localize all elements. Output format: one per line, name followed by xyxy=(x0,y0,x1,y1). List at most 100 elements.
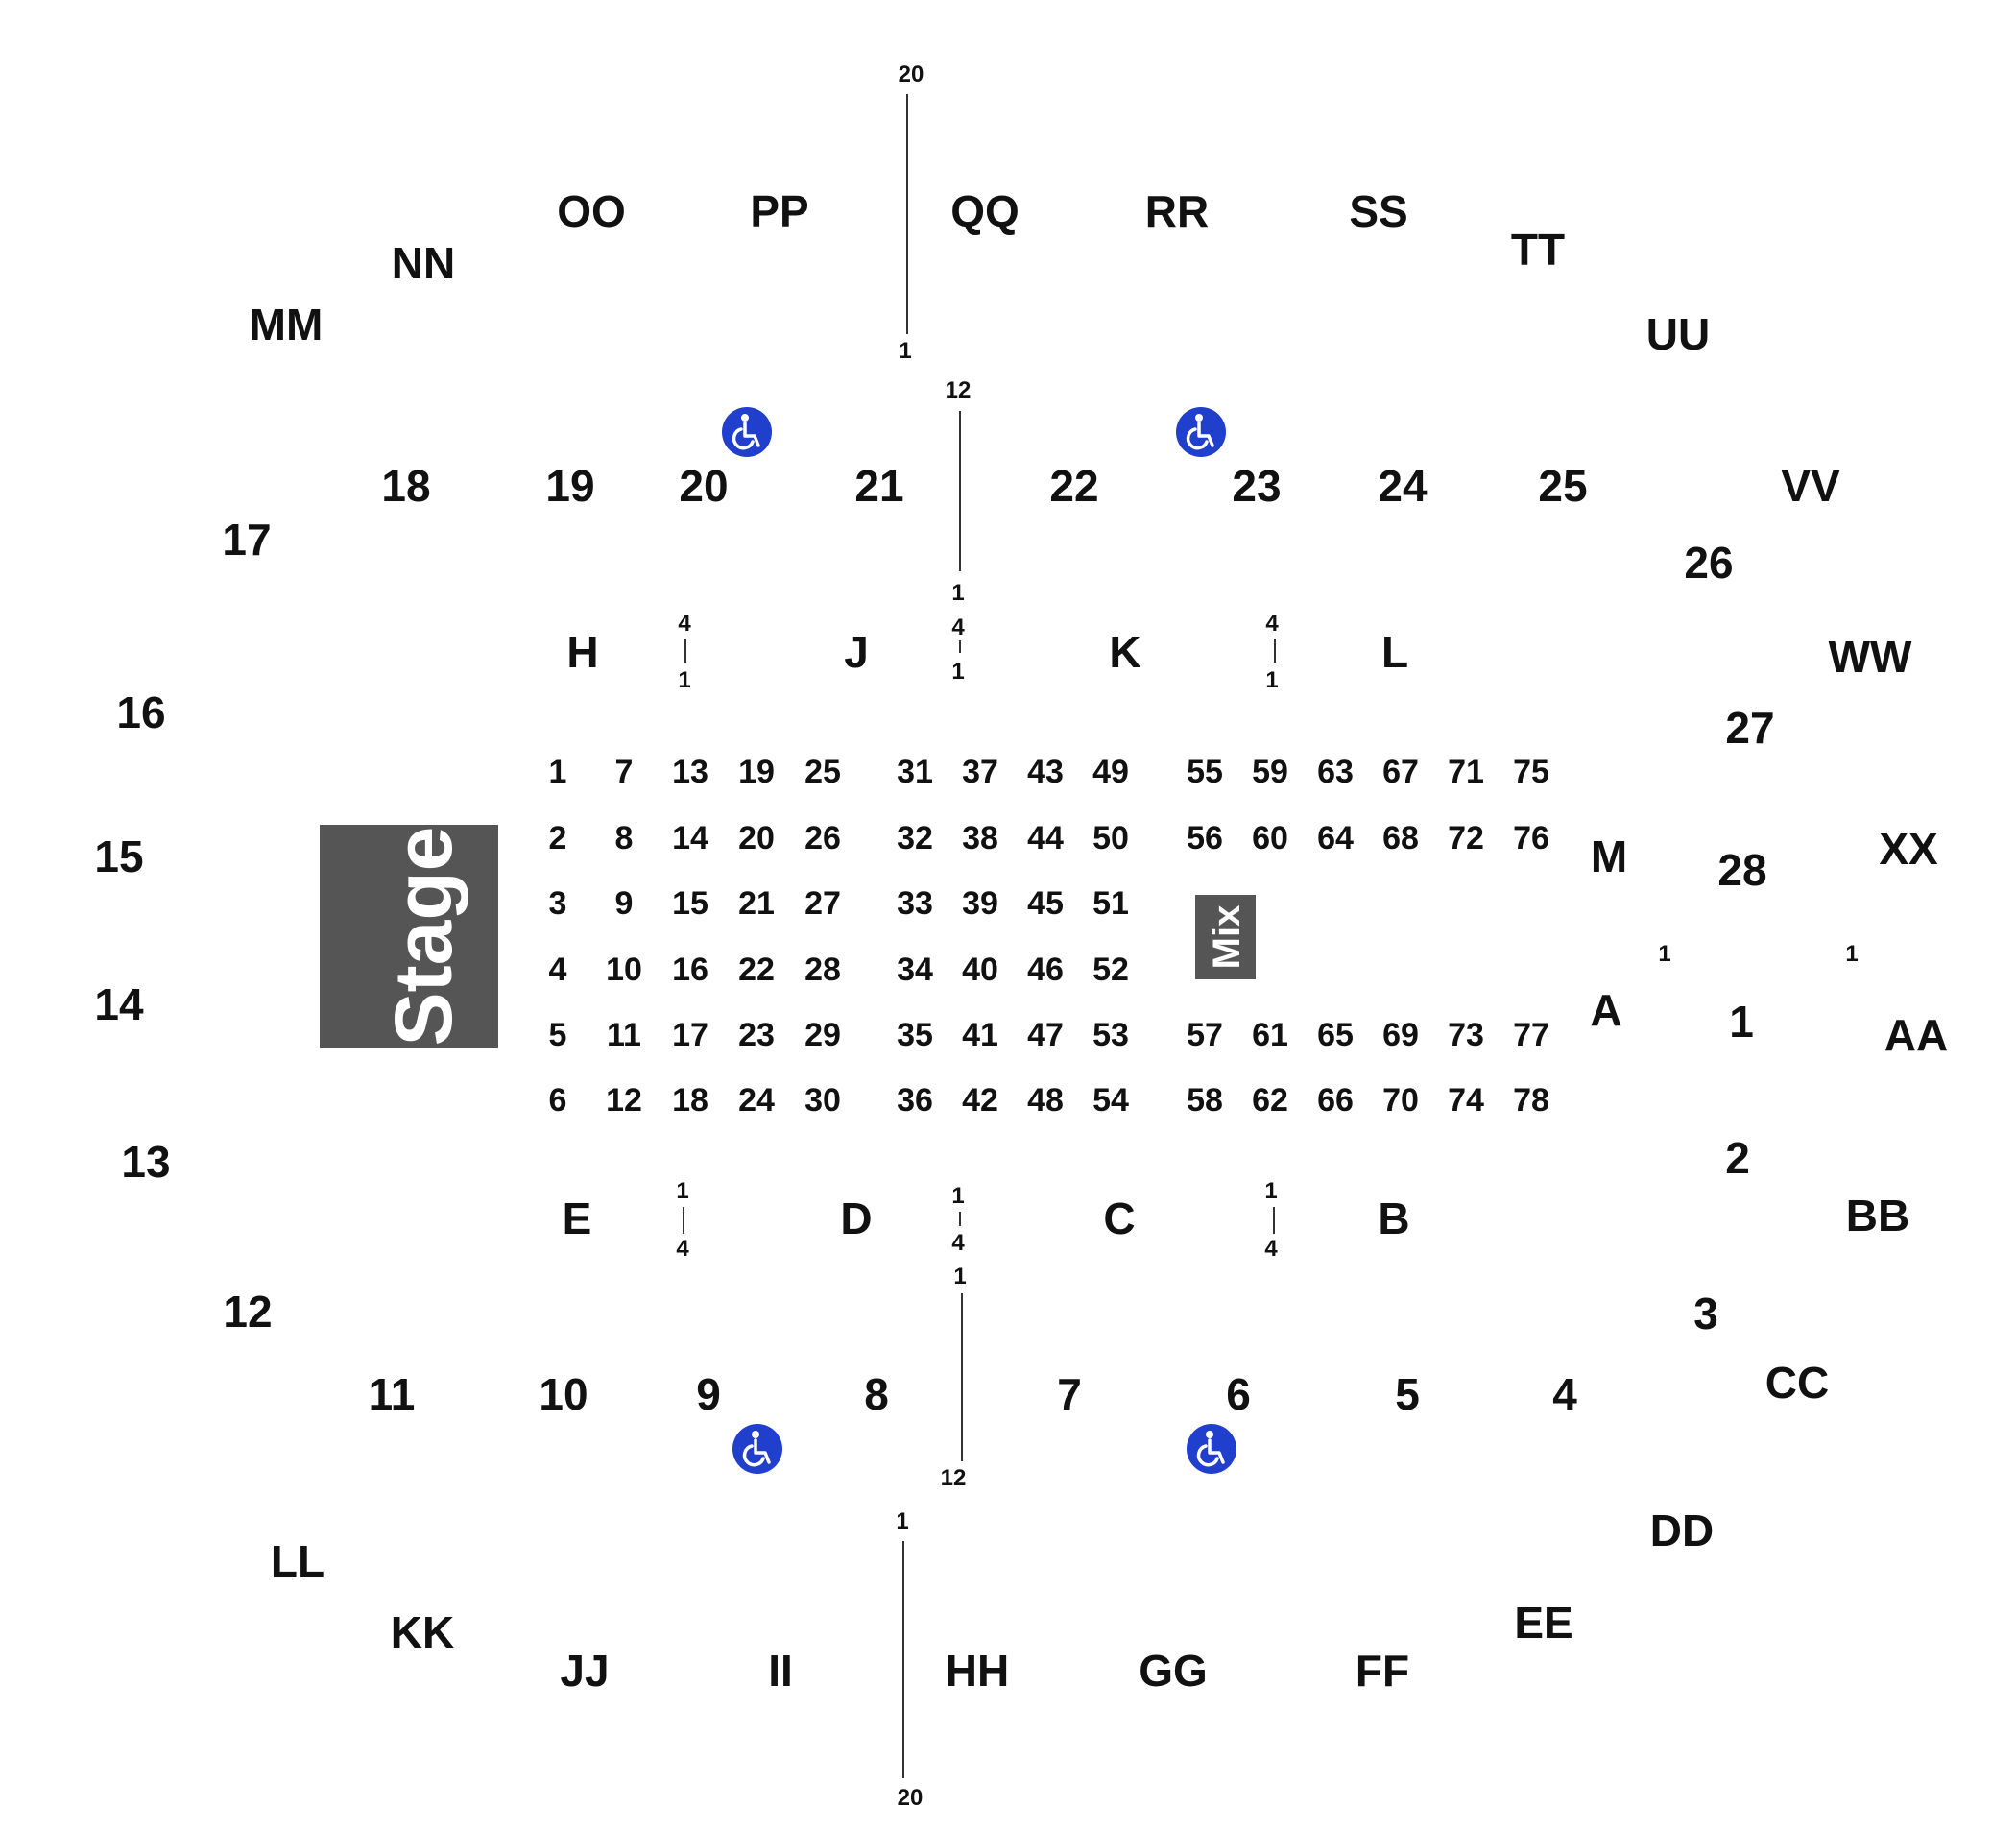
section-label[interactable]: NN xyxy=(392,238,455,288)
floor-table-label[interactable]: 29 xyxy=(804,1017,841,1053)
section-label[interactable]: 12 xyxy=(223,1287,272,1337)
floor-table-label[interactable]: 65 xyxy=(1317,1017,1354,1053)
floor-table-label[interactable]: 43 xyxy=(1027,754,1064,790)
floor-table-label[interactable]: 35 xyxy=(897,1017,933,1053)
floor-table-label[interactable]: 8 xyxy=(615,820,634,856)
section-label[interactable]: LL xyxy=(271,1536,324,1586)
section-label[interactable]: 21 xyxy=(854,461,903,511)
floor-table-label[interactable]: 9 xyxy=(615,885,634,922)
floor-table-label[interactable]: 67 xyxy=(1382,754,1419,790)
section-label[interactable]: 26 xyxy=(1684,538,1733,588)
floor-table-label[interactable]: 18 xyxy=(672,1082,708,1119)
floor-table-label[interactable]: 49 xyxy=(1092,754,1129,790)
floor-table-label[interactable]: 50 xyxy=(1092,820,1129,856)
section-label[interactable]: VV xyxy=(1781,461,1840,511)
floor-table-label[interactable]: 72 xyxy=(1448,820,1484,856)
floor-table-label[interactable]: 23 xyxy=(738,1017,775,1053)
section-label[interactable]: 17 xyxy=(222,515,271,565)
section-label[interactable]: TT xyxy=(1511,225,1565,275)
floor-table-label[interactable]: 59 xyxy=(1252,754,1288,790)
section-label[interactable]: CC xyxy=(1765,1358,1829,1408)
section-label[interactable]: UU xyxy=(1646,309,1710,359)
section-label[interactable]: 2 xyxy=(1725,1133,1750,1183)
floor-table-label[interactable]: 71 xyxy=(1448,754,1484,790)
floor-table-label[interactable]: 75 xyxy=(1513,754,1549,790)
floor-table-label[interactable]: 74 xyxy=(1448,1082,1484,1119)
section-label[interactable]: 3 xyxy=(1693,1289,1718,1338)
section-label[interactable]: OO xyxy=(557,186,626,236)
floor-table-label[interactable]: 63 xyxy=(1317,754,1354,790)
section-label[interactable]: RR xyxy=(1145,186,1209,236)
floor-table-label[interactable]: 10 xyxy=(606,952,642,988)
floor-table-label[interactable]: 27 xyxy=(804,885,841,922)
floor-table-label[interactable]: 5 xyxy=(549,1017,567,1053)
floor-table-label[interactable]: 12 xyxy=(606,1082,642,1119)
section-label[interactable]: B xyxy=(1378,1193,1409,1243)
section-label[interactable]: 16 xyxy=(116,687,165,737)
section-label[interactable]: 28 xyxy=(1717,845,1766,895)
section-label[interactable]: 22 xyxy=(1049,461,1098,511)
section-label[interactable]: 8 xyxy=(864,1369,889,1419)
floor-table-label[interactable]: 76 xyxy=(1513,820,1549,856)
floor-table-label[interactable]: 53 xyxy=(1092,1017,1129,1053)
floor-table-label[interactable]: 47 xyxy=(1027,1017,1064,1053)
section-label[interactable]: L xyxy=(1381,627,1408,677)
floor-table-label[interactable]: 11 xyxy=(607,1017,641,1053)
floor-table-label[interactable]: 68 xyxy=(1382,820,1419,856)
floor-table-label[interactable]: 14 xyxy=(672,820,708,856)
floor-table-label[interactable]: 24 xyxy=(738,1082,775,1119)
section-label[interactable]: 24 xyxy=(1378,461,1428,511)
section-label[interactable]: 1 xyxy=(1729,997,1754,1047)
section-label[interactable]: 20 xyxy=(679,461,728,511)
section-label[interactable]: 14 xyxy=(94,979,144,1029)
floor-table-label[interactable]: 77 xyxy=(1513,1017,1549,1053)
floor-table-label[interactable]: 4 xyxy=(549,952,567,988)
floor-table-label[interactable]: 69 xyxy=(1382,1017,1419,1053)
section-label[interactable]: E xyxy=(563,1193,592,1243)
floor-table-label[interactable]: 44 xyxy=(1027,820,1064,856)
section-label[interactable]: H xyxy=(566,627,598,677)
section-label[interactable]: SS xyxy=(1349,186,1407,236)
section-label[interactable]: HH xyxy=(946,1646,1009,1696)
section-label[interactable]: 13 xyxy=(121,1137,170,1187)
section-label[interactable]: PP xyxy=(750,186,808,236)
floor-table-label[interactable]: 57 xyxy=(1187,1017,1223,1053)
section-label[interactable]: K xyxy=(1109,627,1140,677)
floor-table-label[interactable]: 41 xyxy=(962,1017,998,1053)
floor-table-label[interactable]: 19 xyxy=(738,754,775,790)
section-label[interactable]: 18 xyxy=(381,461,430,511)
section-label[interactable]: 7 xyxy=(1057,1369,1082,1419)
section-label[interactable]: C xyxy=(1103,1193,1135,1243)
floor-table-label[interactable]: 16 xyxy=(672,952,708,988)
section-label[interactable]: EE xyxy=(1514,1598,1572,1648)
section-label[interactable]: 10 xyxy=(539,1369,588,1419)
section-label[interactable]: 25 xyxy=(1538,461,1587,511)
section-label[interactable]: 9 xyxy=(696,1369,721,1419)
section-label[interactable]: M xyxy=(1591,832,1627,881)
floor-table-label[interactable]: 26 xyxy=(804,820,841,856)
floor-table-label[interactable]: 54 xyxy=(1092,1082,1129,1119)
floor-table-label[interactable]: 33 xyxy=(897,885,933,922)
floor-table-label[interactable]: 38 xyxy=(962,820,998,856)
floor-table-label[interactable]: 2 xyxy=(549,820,567,856)
floor-table-label[interactable]: 28 xyxy=(804,952,841,988)
floor-table-label[interactable]: 25 xyxy=(804,754,841,790)
section-label[interactable]: 23 xyxy=(1232,461,1281,511)
section-label[interactable]: 19 xyxy=(545,461,594,511)
section-label[interactable]: XX xyxy=(1879,824,1938,874)
floor-table-label[interactable]: 55 xyxy=(1187,754,1223,790)
floor-table-label[interactable]: 64 xyxy=(1317,820,1354,856)
floor-table-label[interactable]: 42 xyxy=(962,1082,998,1119)
section-label[interactable]: WW xyxy=(1829,632,1912,682)
floor-table-label[interactable]: 51 xyxy=(1092,885,1129,922)
floor-table-label[interactable]: 34 xyxy=(897,952,933,988)
section-label[interactable]: AA xyxy=(1884,1010,1948,1060)
floor-table-label[interactable]: 56 xyxy=(1187,820,1223,856)
section-label[interactable]: JJ xyxy=(560,1646,609,1696)
floor-table-label[interactable]: 70 xyxy=(1382,1082,1419,1119)
section-label[interactable]: 6 xyxy=(1226,1369,1251,1419)
section-label[interactable]: 15 xyxy=(94,832,143,881)
floor-table-label[interactable]: 62 xyxy=(1252,1082,1288,1119)
section-label[interactable]: DD xyxy=(1650,1506,1714,1555)
floor-table-label[interactable]: 1 xyxy=(549,754,567,790)
